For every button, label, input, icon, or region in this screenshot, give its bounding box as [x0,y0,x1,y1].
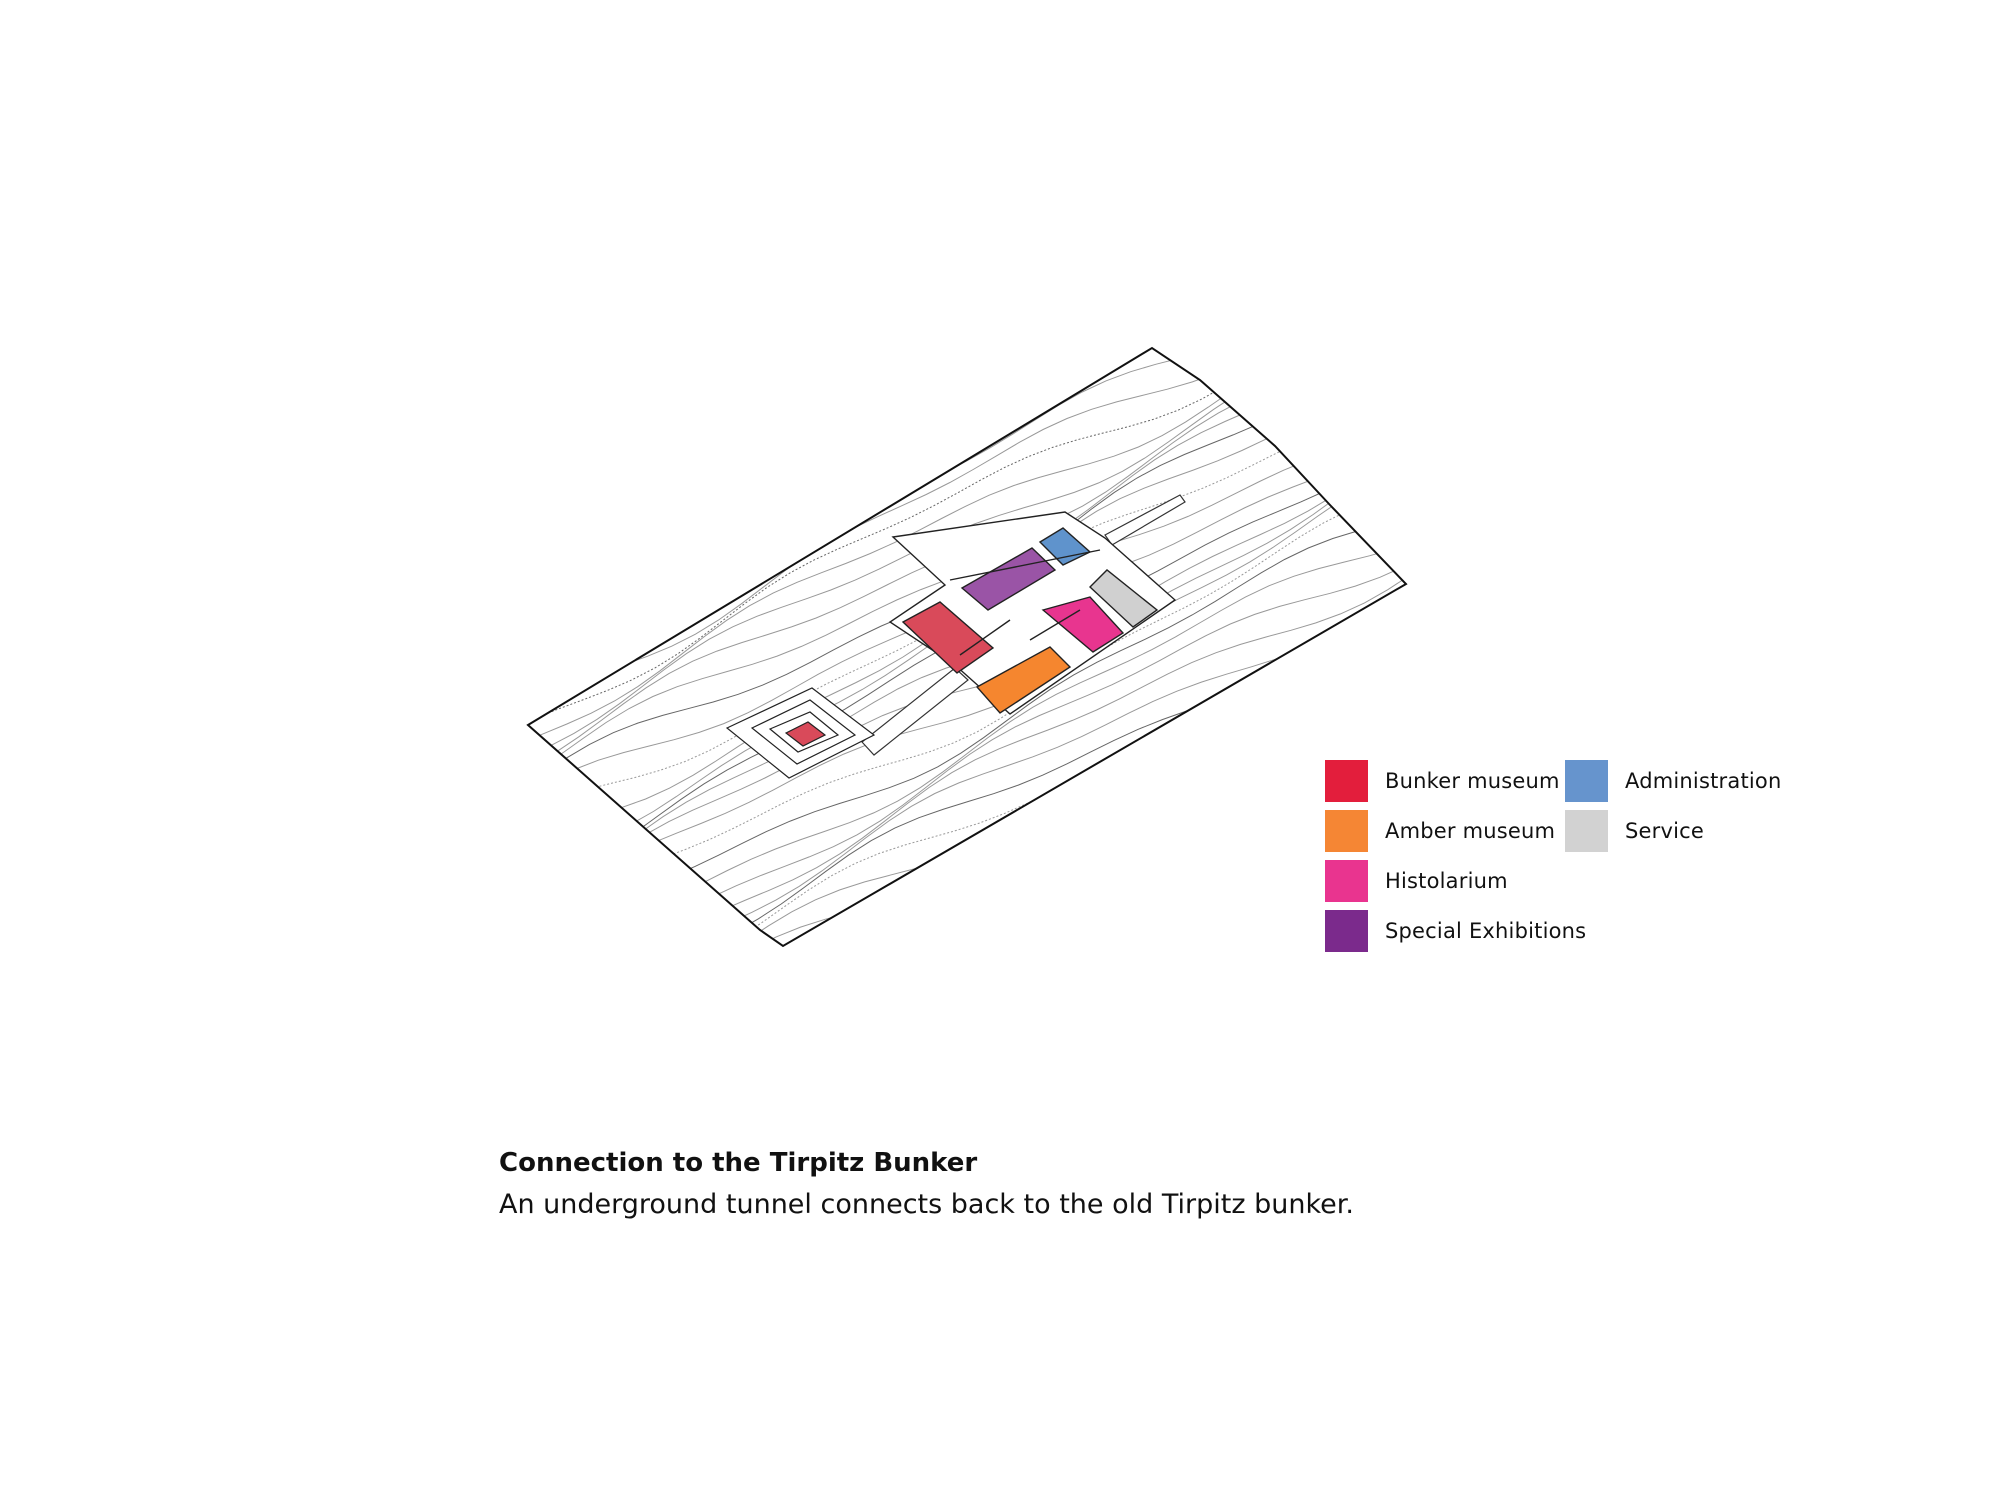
bunker-museum-old-area [784,721,827,747]
contour-line [528,348,1406,728]
legend-item: Special Exhibitions [1325,910,1586,952]
legend-swatch [1565,760,1608,802]
legend-item: Administration [1565,760,1781,802]
contour-line [528,348,1388,666]
legend-item: Bunker museum [1325,760,1560,802]
contour-line [625,479,1406,946]
main-building [888,511,1177,715]
legend-swatch [1325,910,1368,952]
contour-line [528,348,1379,665]
histolarium-area [1041,596,1125,653]
contour-line [528,348,1406,756]
access-ramp [1104,494,1186,546]
legend-item: Amber museum [1325,810,1555,852]
legend-swatch [1565,810,1608,852]
legend-label: Amber museum [1385,819,1556,843]
contour-line [639,493,1406,946]
legend-swatch [1325,760,1368,802]
terrain-outline [526,346,1408,948]
legend-swatch [1325,860,1368,902]
tirpitz-bunker [725,687,876,779]
legend-label: Special Exhibitions [1385,919,1587,943]
contour-line [528,348,1359,618]
contour-line [528,348,1406,769]
caption-text: An underground tunnel connects back to t… [499,1189,1354,1220]
legend-item: Histolarium [1325,860,1508,902]
legend-label: Bunker museum [1385,769,1560,793]
contour-line [633,486,1406,946]
contour-line [616,471,1406,945]
caption-title: Connection to the Tirpitz Bunker [499,1148,978,1178]
legend-label: Administration [1625,769,1782,793]
legend-label: Histolarium [1385,869,1508,893]
bunker-museum-area [901,601,995,674]
legend-item: Service [1565,810,1704,852]
contour-line [528,348,1364,642]
amber-museum-area [975,646,1072,714]
tunnel [861,667,969,756]
legend-label: Service [1625,819,1705,843]
contour-line [528,348,1397,669]
service-area [1088,569,1159,628]
legend-swatch [1325,810,1368,852]
